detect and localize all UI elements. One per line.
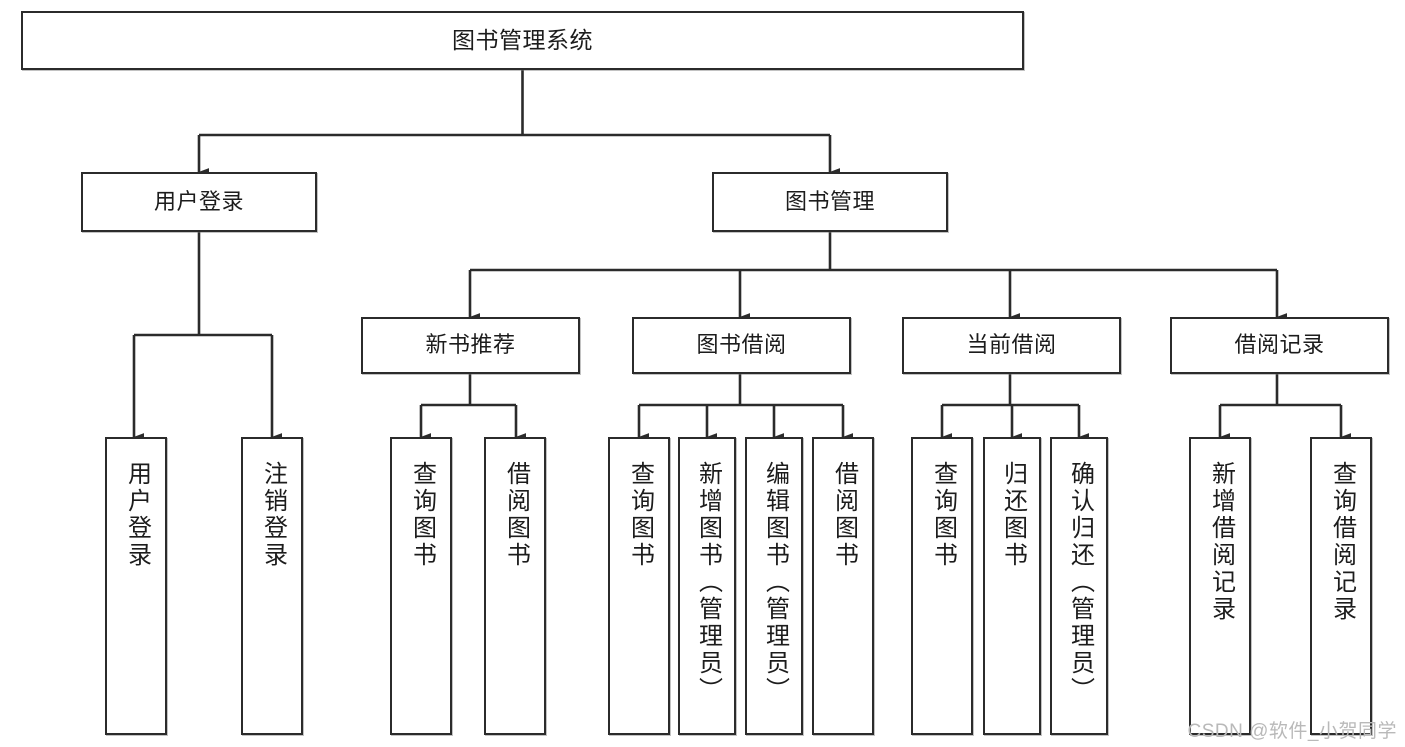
- node-root[interactable]: 图书管理系统: [21, 11, 1024, 70]
- node-label-leaf-add-record: 新增借阅记录: [1207, 461, 1235, 623]
- node-label-leaf-edit-book: 编辑图书（管理员）: [761, 461, 789, 704]
- csdn-watermark: CSDN @软件_小贺同学: [1187, 721, 1397, 742]
- node-book-manage[interactable]: 图书管理: [712, 172, 948, 232]
- node-label-root: 图书管理系统: [452, 26, 593, 53]
- node-label-leaf-query-book-new: 查询图书: [408, 461, 436, 569]
- node-label-leaf-query-record: 查询借阅记录: [1328, 461, 1356, 623]
- node-label-user-login: 用户登录: [153, 188, 244, 214]
- node-label-new-book-rec: 新书推荐: [425, 332, 516, 358]
- node-label-book-borrow: 图书借阅: [696, 332, 787, 358]
- node-leaf-borrow-book-br[interactable]: 借阅图书: [812, 437, 874, 735]
- node-leaf-query-book-br[interactable]: 查询图书: [608, 437, 670, 735]
- node-label-leaf-borrow-book-new: 借阅图书: [502, 461, 530, 569]
- node-label-leaf-user-logout: 注销登录: [259, 461, 287, 569]
- node-leaf-confirm-return[interactable]: 确认归还（管理员）: [1050, 437, 1108, 735]
- node-borrow-record[interactable]: 借阅记录: [1170, 317, 1389, 374]
- node-leaf-query-record[interactable]: 查询借阅记录: [1310, 437, 1372, 735]
- node-label-book-manage: 图书管理: [784, 188, 875, 214]
- node-leaf-user-logout[interactable]: 注销登录: [241, 437, 303, 735]
- node-leaf-add-record[interactable]: 新增借阅记录: [1189, 437, 1251, 735]
- node-leaf-query-book-new[interactable]: 查询图书: [390, 437, 452, 735]
- node-current-borrow[interactable]: 当前借阅: [902, 317, 1121, 374]
- node-label-leaf-user-login: 用户登录: [123, 461, 151, 569]
- node-label-borrow-record: 借阅记录: [1234, 332, 1325, 358]
- node-label-leaf-borrow-book-br: 借阅图书: [830, 461, 858, 569]
- node-new-book-rec[interactable]: 新书推荐: [361, 317, 580, 374]
- node-user-login[interactable]: 用户登录: [81, 172, 317, 232]
- node-label-leaf-confirm-return: 确认归还（管理员）: [1066, 461, 1094, 704]
- node-book-borrow[interactable]: 图书借阅: [632, 317, 851, 374]
- node-label-leaf-return-book: 归还图书: [999, 461, 1027, 569]
- node-leaf-add-book[interactable]: 新增图书（管理员）: [678, 437, 736, 735]
- node-leaf-edit-book[interactable]: 编辑图书（管理员）: [745, 437, 803, 735]
- node-leaf-borrow-book-new[interactable]: 借阅图书: [484, 437, 546, 735]
- node-leaf-query-book-cb[interactable]: 查询图书: [911, 437, 973, 735]
- node-label-current-borrow: 当前借阅: [966, 332, 1057, 358]
- node-leaf-user-login[interactable]: 用户登录: [105, 437, 167, 735]
- node-label-leaf-add-book: 新增图书（管理员）: [694, 461, 722, 704]
- node-leaf-return-book[interactable]: 归还图书: [983, 437, 1041, 735]
- node-label-leaf-query-book-cb: 查询图书: [929, 461, 957, 569]
- node-label-leaf-query-book-br: 查询图书: [626, 461, 654, 569]
